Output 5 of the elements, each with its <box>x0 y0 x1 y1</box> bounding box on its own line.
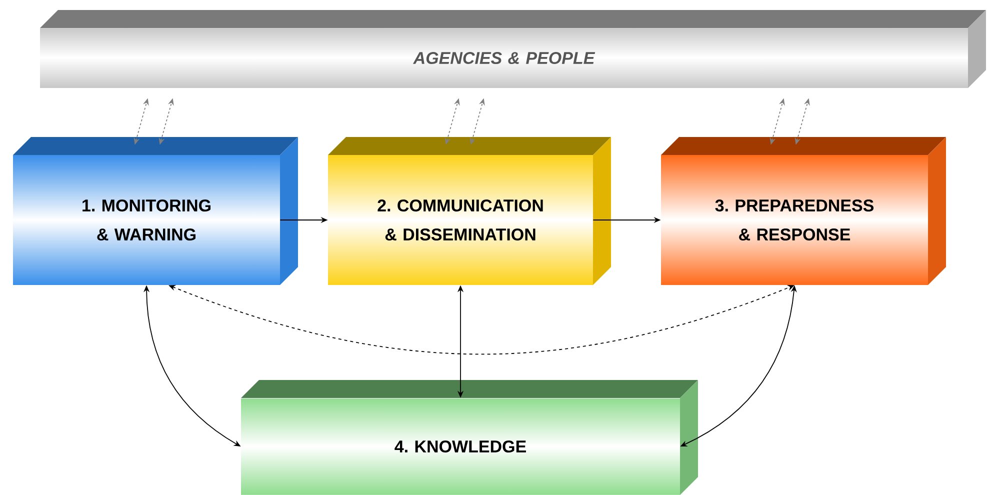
process-box: 1. MONITORING & WARNING <box>13 137 298 285</box>
banner-box: AGENCIES & PEOPLE <box>40 10 986 88</box>
process-box: 3. PREPAREDNESS & RESPONSE <box>661 137 946 285</box>
process-box: 2. COMMUNICATION & DISSEMINATION <box>328 137 611 285</box>
process-box: 4. KNOWLEDGE <box>241 380 698 495</box>
